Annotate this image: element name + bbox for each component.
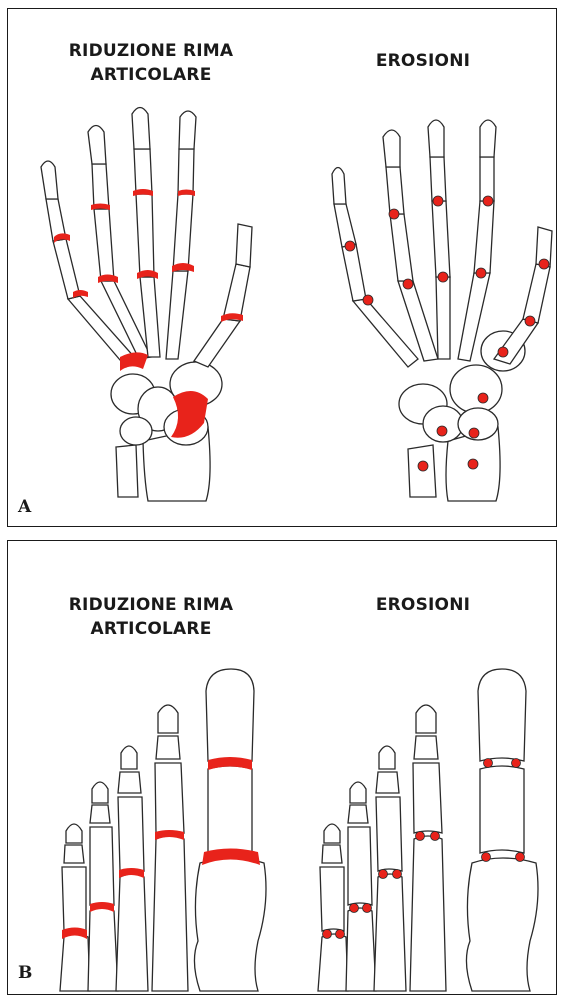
erosion-dot xyxy=(431,832,440,841)
erosion-dot xyxy=(393,870,402,879)
erosion-dot xyxy=(469,428,479,438)
carpal-bone xyxy=(450,365,502,413)
big-toe-proximal xyxy=(480,766,524,853)
erosion-dot xyxy=(437,426,447,436)
toe-phalanx xyxy=(348,827,372,905)
toe-phalanx xyxy=(413,763,442,833)
toe-metatarsal xyxy=(410,836,446,991)
toe-phalanx xyxy=(376,797,402,871)
middle-phalanx xyxy=(334,204,356,247)
erosion-dot xyxy=(389,209,399,219)
erosion-dot xyxy=(350,904,359,913)
middle-phalanx xyxy=(430,157,446,201)
toe-metatarsal xyxy=(374,874,406,991)
distal-phalanx xyxy=(480,120,496,157)
erosion-dot xyxy=(482,853,491,862)
toe-metatarsal xyxy=(346,908,376,991)
toe-metatarsal xyxy=(318,934,348,991)
erosion-dot xyxy=(323,930,332,939)
distal-phalanx xyxy=(332,168,346,205)
panel-a: RIDUZIONE RIMA ARTICOLARE EROSIONI A xyxy=(7,8,557,527)
proximal-phalanx xyxy=(432,201,450,277)
toe-phalanx xyxy=(324,824,340,843)
erosion-dot xyxy=(336,930,345,939)
erosion-dot xyxy=(416,832,425,841)
erosion-dot xyxy=(468,459,478,469)
toe-phalanx xyxy=(416,705,436,733)
thumb-phalanx xyxy=(523,264,550,323)
hand-diagram-erosions xyxy=(8,9,558,528)
middle-phalanx xyxy=(386,167,404,214)
toe-phalanx xyxy=(348,805,368,823)
erosion-dot xyxy=(476,268,486,278)
erosion-dot xyxy=(379,870,388,879)
erosion-dot xyxy=(418,461,428,471)
metacarpal-3 xyxy=(436,277,450,359)
erosion-dot xyxy=(512,759,521,768)
big-toe-metatarsal xyxy=(466,858,538,991)
toe-phalanx xyxy=(320,867,344,931)
toe-phalanx xyxy=(379,746,395,769)
erosion-dot xyxy=(363,295,373,305)
big-toe-distal xyxy=(478,669,526,761)
distal-phalanx xyxy=(428,120,444,157)
erosion-dot xyxy=(363,904,372,913)
erosion-dot xyxy=(516,853,525,862)
erosion-dot xyxy=(539,259,549,269)
proximal-phalanx xyxy=(390,214,413,281)
erosion-dot xyxy=(525,316,535,326)
toe-phalanx xyxy=(350,782,366,803)
distal-phalanx xyxy=(383,130,400,167)
erosion-dot xyxy=(438,272,448,282)
panel-b: RIDUZIONE RIMA ARTICOLARE EROSIONI B xyxy=(7,540,557,995)
proximal-phalanx xyxy=(342,244,366,301)
carpal-bone xyxy=(423,406,463,442)
proximal-phalanx xyxy=(474,201,494,273)
erosion-dot xyxy=(478,393,488,403)
toe-phalanx xyxy=(322,845,342,863)
toe-phalanx xyxy=(376,772,399,793)
erosion-dot xyxy=(403,279,413,289)
erosion-dot xyxy=(433,196,443,206)
toe-phalanx xyxy=(414,736,438,759)
erosion-dot xyxy=(484,759,493,768)
foot-diagram-erosions xyxy=(8,541,558,996)
erosion-dot xyxy=(498,347,508,357)
middle-phalanx xyxy=(480,157,494,201)
erosion-dot xyxy=(483,196,493,206)
erosion-dot xyxy=(345,241,355,251)
